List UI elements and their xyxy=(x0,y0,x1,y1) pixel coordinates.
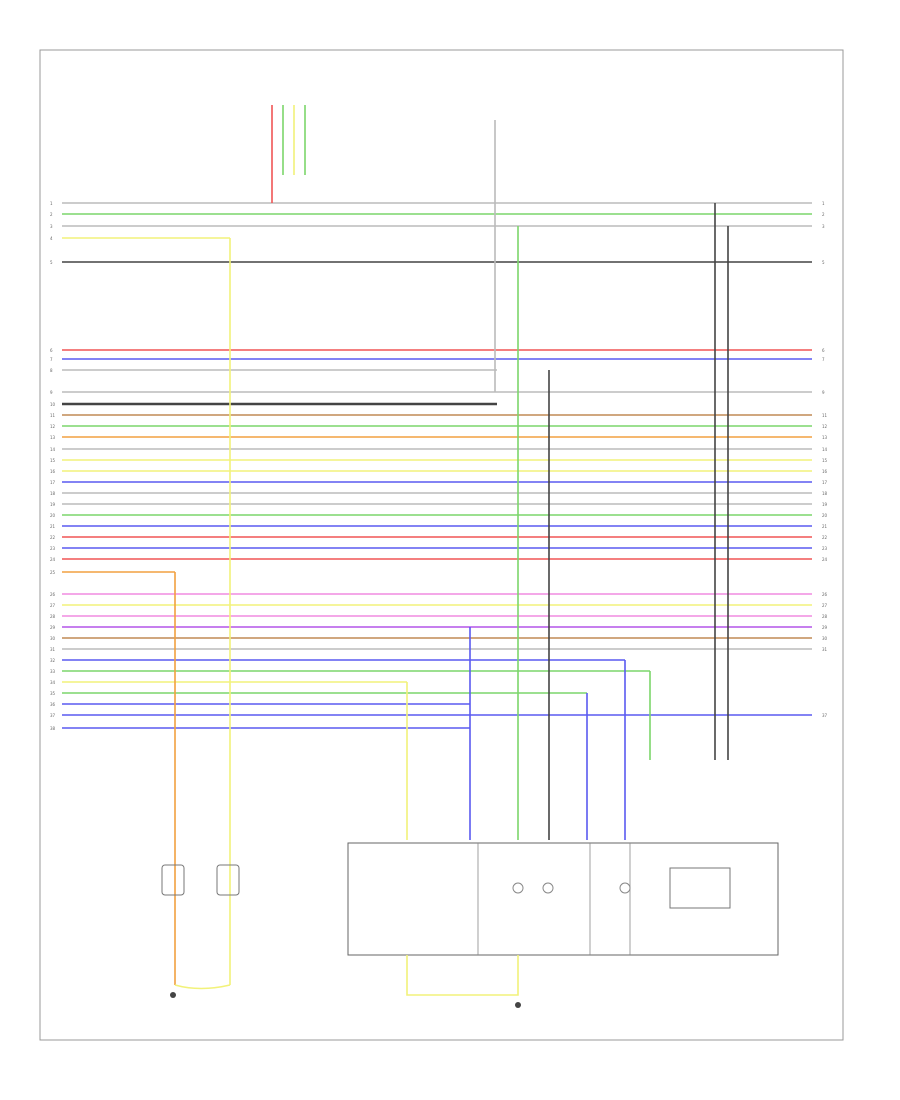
pin-label-left-26: 26 xyxy=(50,592,56,597)
pin-label-left-23: 23 xyxy=(50,546,56,551)
pin-label-right-31: 31 xyxy=(822,647,828,652)
pin-label-right-13: 13 xyxy=(822,435,828,440)
module-component xyxy=(669,867,731,909)
pin-label-right-26: 26 xyxy=(822,592,828,597)
lamp-circle-2 xyxy=(542,882,554,894)
pin-label-right-17: 17 xyxy=(822,480,828,485)
pin-label-left-6: 6 xyxy=(50,348,53,353)
ground-wire-module xyxy=(406,955,519,996)
pin-label-left-15: 15 xyxy=(50,458,56,463)
pin-label-left-30: 30 xyxy=(50,636,56,641)
pin-label-right-7: 7 xyxy=(822,357,825,362)
pin-label-left-22: 22 xyxy=(50,535,56,540)
pin-label-left-2: 2 xyxy=(50,212,53,217)
pin-label-right-3: 3 xyxy=(822,224,825,229)
pin-label-right-37: 37 xyxy=(822,713,828,718)
pin-label-left-11: 11 xyxy=(50,413,56,418)
component-group xyxy=(161,842,779,1008)
module-box xyxy=(347,842,779,956)
pin-label-left-5: 5 xyxy=(50,260,53,265)
pin-label-left-25: 25 xyxy=(50,570,56,575)
ground-wire-left xyxy=(174,984,231,990)
pin-label-right-21: 21 xyxy=(822,524,828,529)
pin-label-right-24: 24 xyxy=(822,557,828,562)
ground-point-1 xyxy=(170,992,176,998)
pin-label-right-20: 20 xyxy=(822,513,828,518)
vertical-wire-group xyxy=(174,105,729,985)
pin-label-right-18: 18 xyxy=(822,491,828,496)
pin-label-left-9: 9 xyxy=(50,390,53,395)
pin-label-left-31: 31 xyxy=(50,647,56,652)
pin-label-left-33: 33 xyxy=(50,669,56,674)
pin-label-right-1: 1 xyxy=(822,201,825,206)
pin-label-right-12: 12 xyxy=(822,424,828,429)
pin-label-right-15: 15 xyxy=(822,458,828,463)
pin-label-left-17: 17 xyxy=(50,480,56,485)
pin-label-left-18: 18 xyxy=(50,491,56,496)
pin-label-right-29: 29 xyxy=(822,625,828,630)
pin-label-left-28: 28 xyxy=(50,614,56,619)
pin-label-left-38: 38 xyxy=(50,726,56,731)
pin-label-left-8: 8 xyxy=(50,368,53,373)
pin-label-right-2: 2 xyxy=(822,212,825,217)
side-lamp-2 xyxy=(216,864,240,896)
lamp-circle-1 xyxy=(512,882,524,894)
pin-label-right-16: 16 xyxy=(822,469,828,474)
pin-label-left-24: 24 xyxy=(50,557,56,562)
side-lamp-1 xyxy=(161,864,185,896)
pin-label-right-30: 30 xyxy=(822,636,828,641)
pin-label-left-12: 12 xyxy=(50,424,56,429)
pin-label-left-3: 3 xyxy=(50,224,53,229)
pin-label-right-19: 19 xyxy=(822,502,828,507)
pin-label-left-29: 29 xyxy=(50,625,56,630)
pin-label-right-6: 6 xyxy=(822,348,825,353)
pin-label-left-37: 37 xyxy=(50,713,56,718)
pin-label-right-14: 14 xyxy=(822,447,828,452)
lamp-circle-3 xyxy=(619,882,631,894)
pin-label-right-23: 23 xyxy=(822,546,828,551)
pin-label-left-7: 7 xyxy=(50,357,53,362)
pin-label-left-32: 32 xyxy=(50,658,56,663)
pin-label-left-16: 16 xyxy=(50,469,56,474)
diagram-frame xyxy=(39,49,844,1041)
pin-label-right-11: 11 xyxy=(822,413,828,418)
pin-label-right-27: 27 xyxy=(822,603,828,608)
pin-label-right-9: 9 xyxy=(822,390,825,395)
pin-label-left-35: 35 xyxy=(50,691,56,696)
pin-label-left-19: 19 xyxy=(50,502,56,507)
pin-label-left-4: 4 xyxy=(50,236,53,241)
pin-label-left-1: 1 xyxy=(50,201,53,206)
pin-label-left-10: 10 xyxy=(50,402,56,407)
pin-label-left-36: 36 xyxy=(50,702,56,707)
pin-label-left-27: 27 xyxy=(50,603,56,608)
pin-label-right-28: 28 xyxy=(822,614,828,619)
pin-label-left-20: 20 xyxy=(50,513,56,518)
pin-label-left-14: 14 xyxy=(50,447,56,452)
pin-label-right-22: 22 xyxy=(822,535,828,540)
pin-label-left-34: 34 xyxy=(50,680,56,685)
ground-point-2 xyxy=(515,1002,521,1008)
pin-label-left-13: 13 xyxy=(50,435,56,440)
pin-label-right-5: 5 xyxy=(822,260,825,265)
pin-label-left-21: 21 xyxy=(50,524,56,529)
